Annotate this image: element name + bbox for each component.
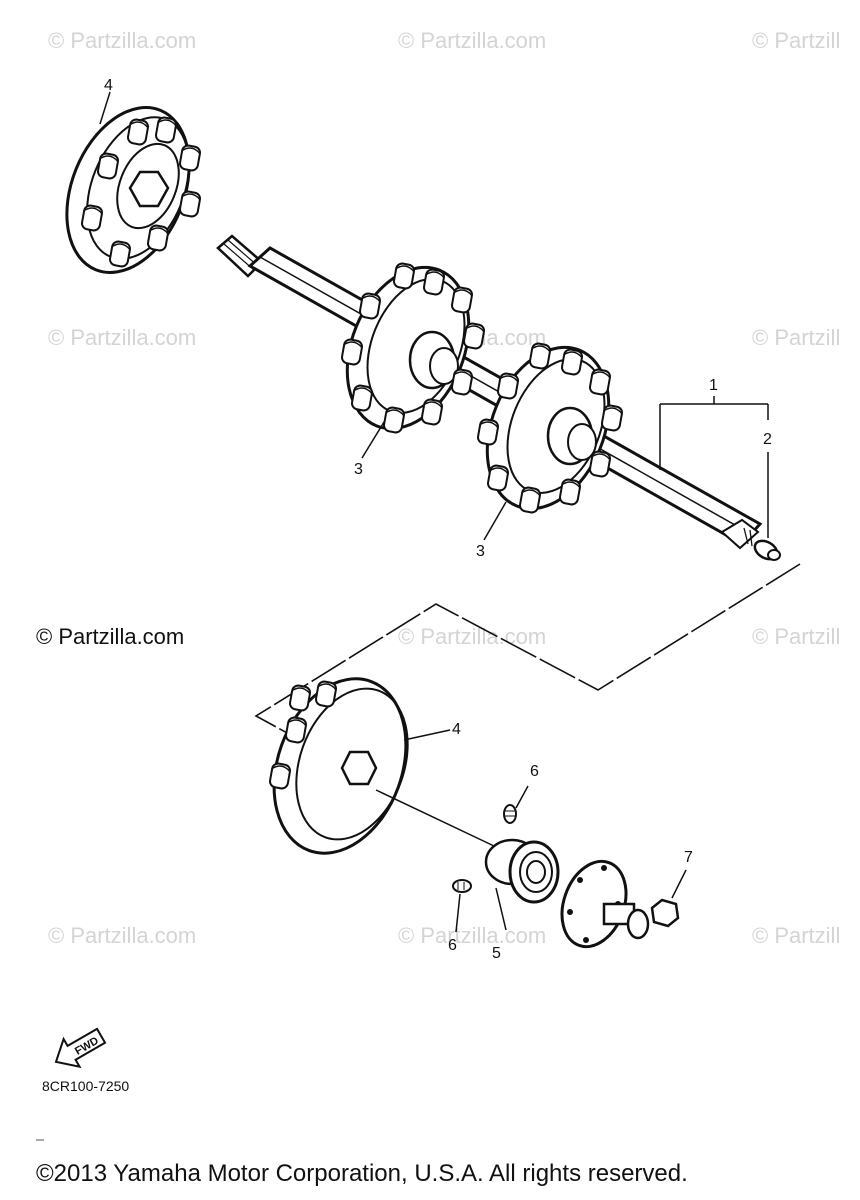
shaft-end-pin xyxy=(753,539,781,561)
callout-5: 5 xyxy=(492,945,501,962)
callout-bracket xyxy=(659,396,769,538)
callout-2: 2 xyxy=(763,431,772,448)
sprocket-wheel-bottom xyxy=(268,677,495,855)
watermark: © Partzilla.com xyxy=(48,325,197,350)
sprocket-a xyxy=(340,261,486,435)
watermark: © Partzill xyxy=(752,325,841,350)
set-screw-bottom xyxy=(452,879,472,933)
callout-4: 4 xyxy=(104,77,113,94)
watermark-strong: © Partzilla.com xyxy=(36,624,185,649)
bearing-housing xyxy=(484,838,560,931)
callout-7: 7 xyxy=(684,849,693,866)
watermark: © Partzilla.com xyxy=(48,923,197,948)
fwd-arrow-icon: FWD xyxy=(54,1027,107,1069)
callout-3: 3 xyxy=(354,461,363,478)
watermark: © Partzill xyxy=(752,624,841,649)
copyright-notice: ©2013 Yamaha Motor Corporation, U.S.A. A… xyxy=(36,1160,688,1187)
sprocket-wheel-top xyxy=(65,91,202,274)
callout-3: 3 xyxy=(476,543,485,560)
drive-shaft xyxy=(216,234,763,550)
callout-1: 1 xyxy=(709,377,718,394)
watermark: © Partzilla.com xyxy=(48,28,197,53)
watermark: © Partzilla.com xyxy=(398,624,547,649)
nut xyxy=(650,869,687,928)
sprocket-b xyxy=(476,341,624,515)
hub-flange xyxy=(560,859,650,949)
callout-4: 4 xyxy=(452,721,461,738)
diagram-code: 8CR100-7250 xyxy=(42,1078,130,1094)
watermark: © Partzill xyxy=(752,28,841,53)
watermark: © Partzilla.com xyxy=(398,923,547,948)
watermark: © Partzilla.com xyxy=(398,28,547,53)
set-screw-top xyxy=(503,785,529,824)
callout-6: 6 xyxy=(448,937,457,954)
callout-6: 6 xyxy=(530,763,539,780)
watermark: © Partzill xyxy=(752,923,841,948)
